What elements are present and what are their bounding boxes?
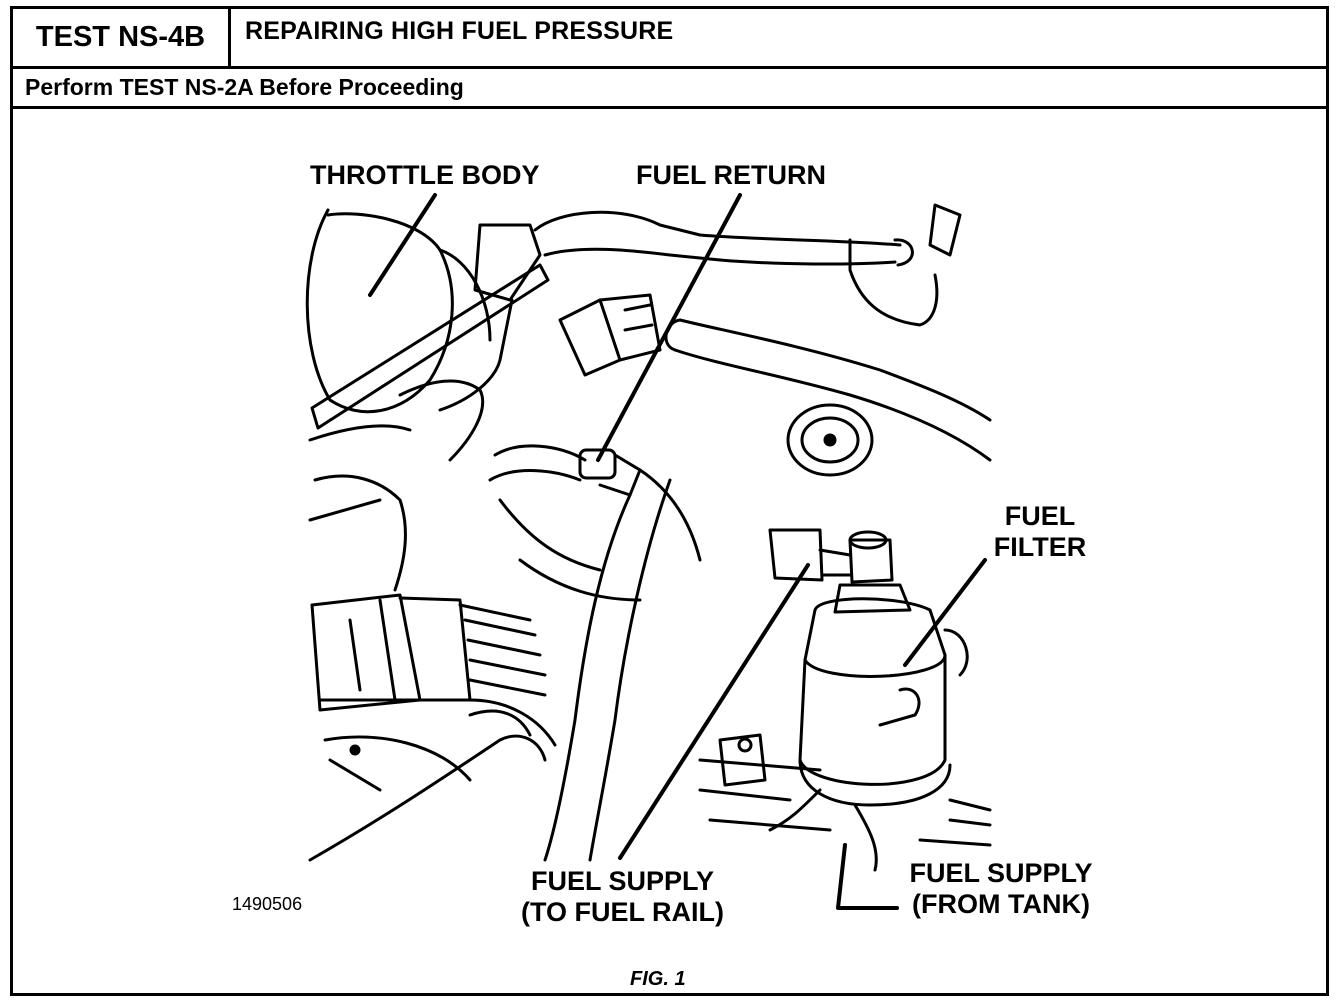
leader-throttle-body — [368, 193, 437, 297]
label-throttle-body: THROTTLE BODY — [310, 160, 540, 190]
label-fuel-supply-rail-line2: (TO FUEL RAIL) — [521, 897, 724, 927]
figure-caption: FIG. 1 — [630, 968, 686, 990]
label-fuel-supply-tank-line1: FUEL SUPPLY — [909, 858, 1093, 888]
throttle-body-drawing — [305, 208, 550, 592]
wiring-harness-drawing — [308, 593, 557, 862]
test-title: REPAIRING HIGH FUEL PRESSURE — [245, 17, 674, 45]
test-id: TEST NS-4B — [13, 9, 231, 66]
label-fuel-return: FUEL RETURN — [636, 160, 827, 190]
label-fuel-supply-tank-line2: (FROM TANK) — [912, 889, 1090, 919]
label-fuel-supply-rail-line1: FUEL SUPPLY — [530, 866, 715, 896]
label-fuel-filter-line1: FUEL — [1004, 501, 1076, 531]
prerequisite-note: Perform TEST NS-2A Before Proceeding — [25, 74, 464, 100]
figure-number: 1490506 — [232, 894, 303, 914]
label-fuel-supply-rail: FUEL SUPPLY (TO FUEL RAIL) — [510, 866, 735, 928]
label-fuel-filter: FUEL FILTER — [985, 501, 1095, 563]
fuel-return-line-drawing — [488, 444, 702, 562]
leader-supply-rail — [618, 563, 810, 860]
page-frame: TEST NS-4B REPAIRING HIGH FUEL PRESSURE … — [10, 6, 1329, 996]
leader-fuel-filter — [903, 558, 987, 667]
lower-wiring-drawing — [698, 733, 992, 847]
label-fuel-supply-tank: FUEL SUPPLY (FROM TANK) — [896, 858, 1106, 920]
label-fuel-filter-line2: FILTER — [993, 532, 1087, 562]
fuel-supply-rail-hose-drawing — [498, 478, 672, 862]
leader-fuel-return — [596, 193, 742, 462]
leader-lines — [368, 193, 987, 910]
connector-block-drawing — [558, 293, 662, 377]
fuel-filter-drawing — [768, 528, 969, 872]
header-row: TEST NS-4B REPAIRING HIGH FUEL PRESSURE — [13, 9, 1326, 69]
leader-supply-tank — [836, 843, 899, 910]
subtitle-row: Perform TEST NS-2A Before Proceeding — [13, 69, 1326, 109]
upper-hoses-drawing — [533, 203, 992, 477]
